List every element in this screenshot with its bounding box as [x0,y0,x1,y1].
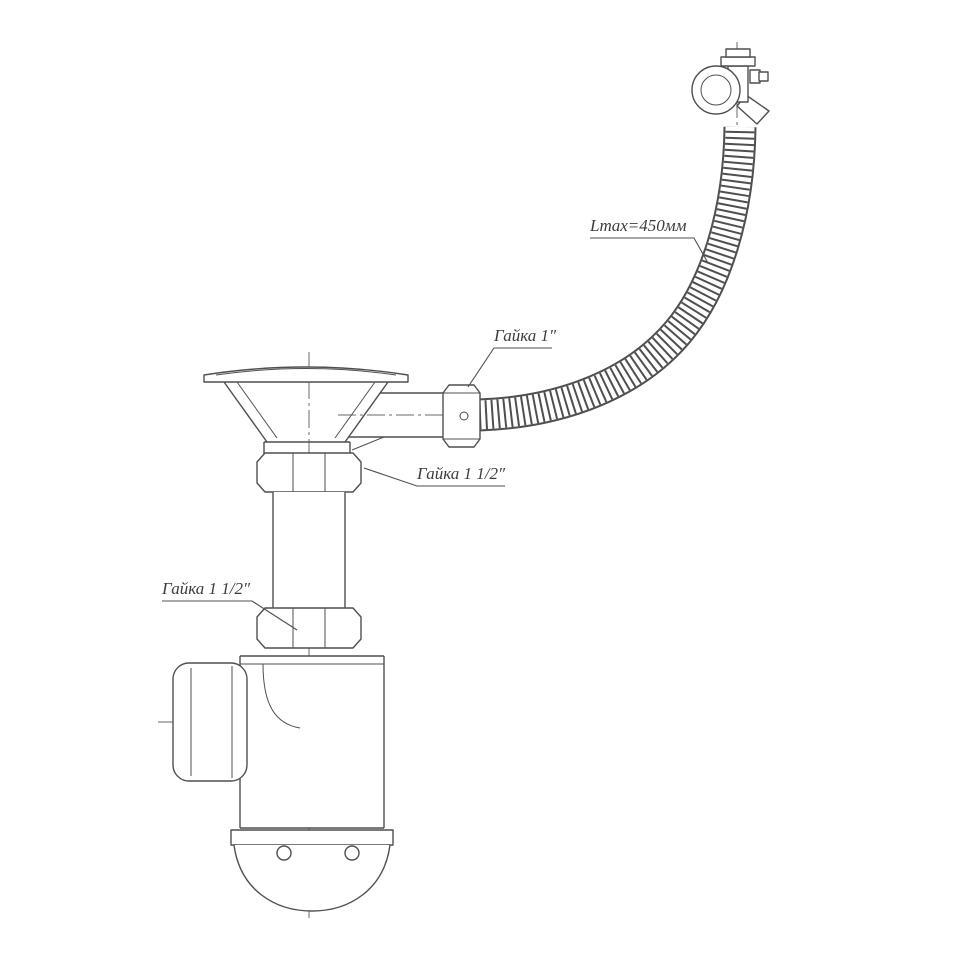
tailpipe [272,492,346,612]
bottom-dome [233,844,391,912]
strainer-flange [203,366,409,383]
label-hose-length: Lmax=450мм [589,216,687,235]
trap-bottom-cap [230,829,394,912]
corrugated-hose [478,126,757,432]
trap-inlet-nut [256,607,362,649]
cap-screw-left [276,845,292,861]
inner-tube-curve [262,663,301,729]
leader-hose-length [590,237,709,264]
cap-screw-right [344,845,360,861]
overflow-cover [691,65,741,115]
label-overflow-nut: Гайка 1″ [493,326,557,345]
bottom-flange [230,829,394,846]
overflow-bolt [758,71,769,82]
hose-ribs [478,126,755,430]
strainer-hex-nut [256,452,362,493]
leader-strainer-nut [363,467,505,487]
sink-strainer [203,366,443,456]
label-strainer-nut: Гайка 1 1/2″ [416,464,506,483]
label-trap-nut: Гайка 1 1/2″ [161,579,251,598]
leader-overflow-nut [467,347,552,388]
side-outlet-nut [172,662,248,782]
overflow-fitting [691,48,770,125]
overflow-hose-nut [442,384,481,448]
leader-trap-nut [162,600,298,631]
annotations: Lmax=450мм Гайка 1″ Гайка 1 1/2″ Гайка 1… [161,216,709,631]
